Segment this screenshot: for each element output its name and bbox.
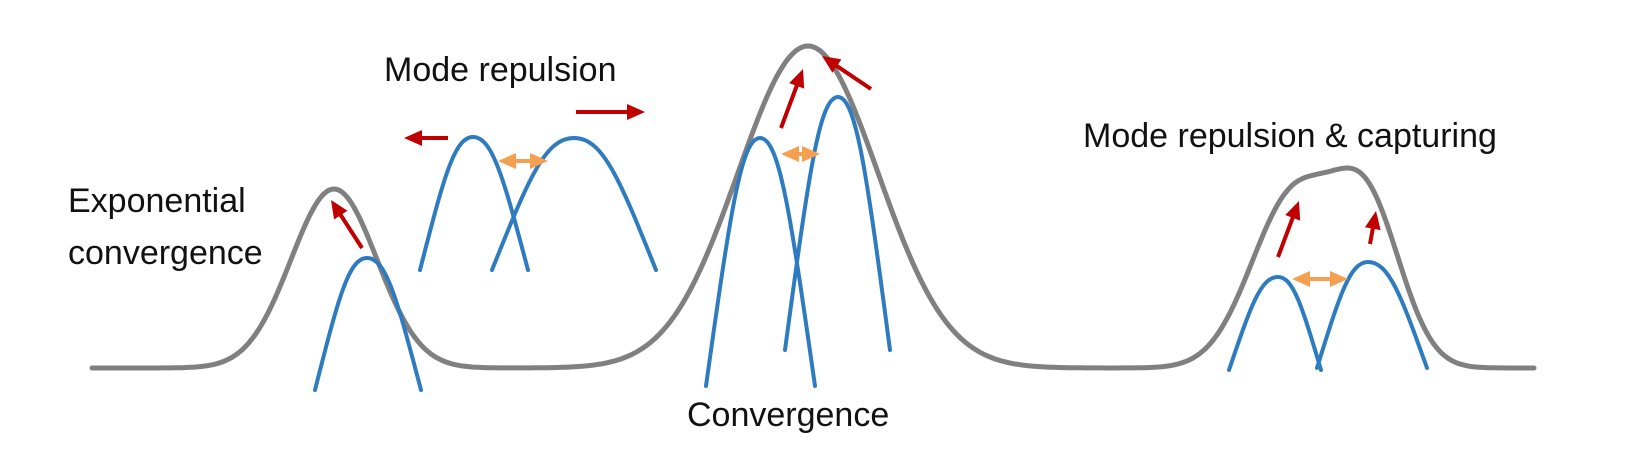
repulsion-arrow-left-head-3 — [1292, 271, 1310, 287]
convergence-label: Convergence — [687, 396, 890, 434]
repulsion-arrow-right-head-3 — [1330, 271, 1348, 287]
exponential-convergence-label: convergence — [68, 234, 263, 272]
particle-density-curve-1 — [313, 256, 423, 392]
particle-density-curve-3 — [490, 136, 658, 272]
update-arrow-head-3 — [627, 104, 645, 120]
update-arrow-5 — [832, 62, 873, 91]
update-arrow-head-1 — [331, 200, 348, 220]
particle-density-curve-5 — [783, 95, 892, 352]
repulsion-arrow-right-head-1 — [530, 153, 548, 169]
update-arrow-head-4 — [789, 69, 805, 89]
mode-repulsion-label: Mode repulsion — [384, 51, 617, 89]
repulsion-arrow-left-head-1 — [498, 153, 516, 169]
update-arrow-1 — [336, 210, 364, 250]
repulsion-arrow-left-head-2 — [781, 146, 799, 162]
update-arrow-head-2 — [404, 130, 422, 146]
particle-density-curve-4 — [704, 136, 817, 388]
particle-density-curve-6 — [1227, 275, 1323, 372]
repulsion-arrows — [498, 146, 1348, 287]
update-arrow-6 — [1276, 213, 1296, 258]
particle-densities — [313, 95, 1429, 392]
exponential-label: Exponential — [68, 182, 246, 220]
target-density-curve — [89, 43, 1537, 371]
mode-repulsion-capturing-label: Mode repulsion & capturing — [1083, 117, 1497, 155]
update-arrow-head-6 — [1285, 201, 1301, 221]
update-arrow-4 — [779, 81, 800, 129]
update-arrow-head-7 — [1364, 211, 1381, 231]
update-arrow-head-5 — [822, 56, 842, 73]
repulsion-arrow-right-head-2 — [802, 146, 820, 162]
particle-density-curve-7 — [1315, 260, 1429, 370]
update-arrows — [331, 56, 1381, 258]
particle-density-curve-2 — [418, 135, 530, 272]
